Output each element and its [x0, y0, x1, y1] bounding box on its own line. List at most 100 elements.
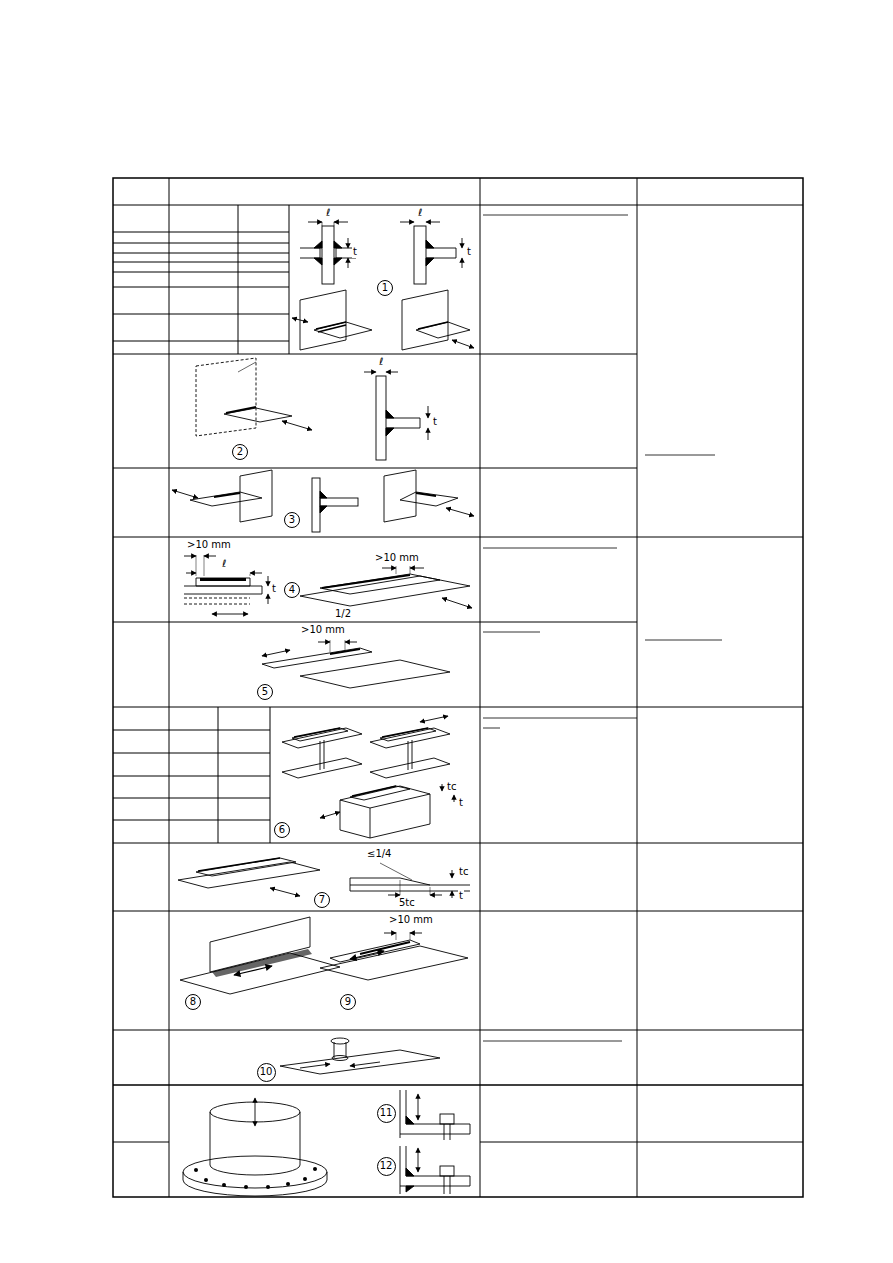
detail-2-part [386, 418, 420, 428]
detail-6-part [370, 728, 450, 748]
detail-1-part [348, 238, 349, 248]
detail-6-part [294, 728, 340, 737]
dimension-label: t [466, 246, 472, 258]
detail-9-part [396, 932, 410, 940]
detail-1-part [300, 248, 356, 258]
dimension-label: t [432, 416, 438, 428]
detail-11-12-part [400, 1090, 406, 1138]
detail-11-12-part-part [194, 1168, 198, 1172]
detail-1-part [292, 318, 308, 322]
detail-11-12-part [210, 1165, 300, 1175]
detail-4-part [320, 574, 440, 594]
detail-2-part [386, 410, 394, 436]
detail-8 [180, 917, 340, 994]
detail-11-12-part [400, 1124, 470, 1134]
detail-11-12-part-part [313, 1167, 317, 1171]
dimension-label: tc [446, 781, 457, 793]
detail-10 [280, 1038, 440, 1074]
detail-7-part [452, 870, 453, 878]
detail-2-part [376, 376, 386, 460]
callout-circle: 2 [232, 444, 248, 460]
detail-6-part [350, 786, 410, 800]
detail-4-part [196, 555, 204, 576]
detail-11-12-part [444, 1176, 450, 1194]
detail-4 [184, 555, 472, 614]
callout-circle: 3 [284, 512, 300, 528]
detail-9-part [320, 946, 468, 980]
table-grid-part [113, 1084, 803, 1086]
detail-9-part [330, 940, 420, 962]
detail-4-part [184, 556, 196, 557]
detail-1-part [426, 240, 434, 266]
dimension-label: t [458, 797, 464, 809]
detail-1-part [414, 226, 426, 284]
detail-1-part [348, 258, 349, 268]
detail-11-12-part-part [303, 1177, 307, 1181]
detail-1-part [314, 322, 372, 338]
detail-11-12-part [400, 1146, 406, 1194]
detail-4-part [322, 575, 410, 588]
detail-1-part [322, 222, 334, 226]
detail-11-12-part [418, 1148, 419, 1172]
detail-9-part [384, 933, 396, 934]
callout-circle: 8 [185, 994, 201, 1010]
dimension-label: >10 mm [374, 552, 420, 564]
detail-7-part [198, 858, 280, 871]
detail-3-part [190, 492, 262, 506]
detail-6 [282, 716, 454, 838]
detail-11-12-part [400, 1176, 470, 1186]
detail-11-12-part-part [204, 1178, 208, 1182]
detail-1-part [314, 241, 342, 265]
detail-1-part [426, 222, 440, 223]
detail-11-12-part [194, 1167, 317, 1189]
detail-5-part [262, 648, 372, 668]
callout-circle: 5 [257, 684, 273, 700]
detail-2-part [224, 408, 292, 422]
callout-circle: 7 [314, 892, 330, 908]
detail-4-part [186, 573, 196, 574]
dimension-label: t [352, 246, 358, 258]
detail-7-part [178, 862, 320, 888]
detail-11-12-part [183, 1172, 327, 1196]
detail-11-12 [183, 1090, 470, 1196]
detail-9 [320, 932, 468, 980]
detail-11-12-part-part [244, 1185, 248, 1189]
detail-11-12-part-part [266, 1185, 270, 1189]
detail-6-part [454, 795, 455, 802]
detail-1-part [400, 222, 414, 223]
detail-1-part [426, 248, 456, 258]
detail-1-part [402, 290, 448, 350]
detail-1-part [462, 258, 463, 268]
detail-7-part [430, 895, 442, 896]
callout-circle: 6 [274, 822, 290, 838]
detail-2-part [226, 407, 256, 413]
detail-4-part [300, 576, 470, 606]
callout-circle: 10 [257, 1063, 276, 1082]
callout-number: 1 [382, 283, 388, 293]
detail-11-12-part [440, 1166, 454, 1176]
detail-7-part [388, 895, 400, 896]
detail-7-part [270, 888, 300, 896]
callout-number: 11 [380, 1108, 393, 1118]
detail-3-part [320, 491, 327, 513]
dimension-label: ≤1/4 [366, 848, 392, 860]
detail-10-part [331, 1038, 349, 1044]
detail-10-part [280, 1050, 440, 1074]
callout-circle: 11 [377, 1104, 396, 1123]
detail-2-part [386, 372, 398, 373]
detail-7-part [380, 863, 412, 880]
table-grid [113, 178, 803, 1197]
detail-2-part [428, 428, 429, 440]
dimension-label: t [271, 583, 277, 595]
detail-6-part [340, 786, 430, 808]
detail-6-part [340, 794, 430, 838]
dimension-label: >10 mm [388, 914, 434, 926]
detail-3-part [384, 470, 416, 522]
table-grid-part [113, 178, 803, 1197]
callout-number: 5 [262, 687, 268, 697]
detail-9-part [350, 951, 384, 959]
dimension-label: t [458, 890, 464, 902]
callout-number: 10 [260, 1067, 273, 1077]
callout-number: 12 [380, 1161, 393, 1171]
